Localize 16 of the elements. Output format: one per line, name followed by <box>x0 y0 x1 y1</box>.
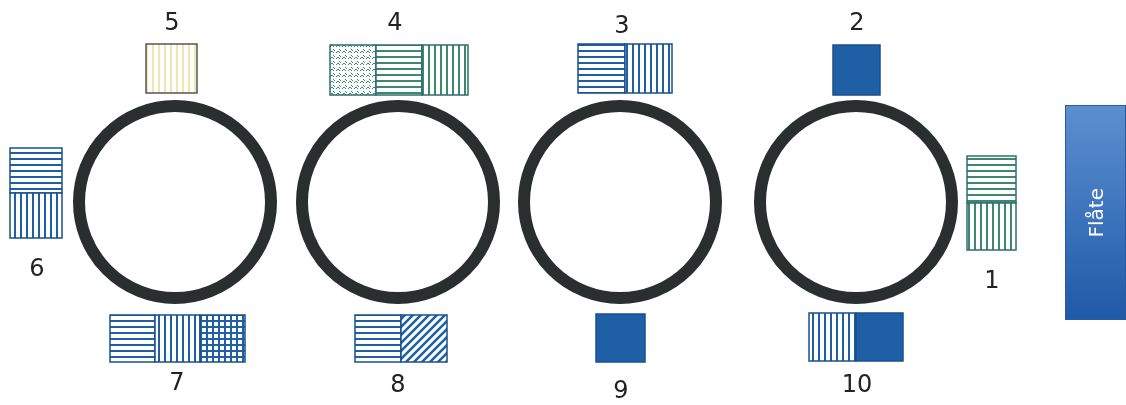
panel-label: Flåte <box>1083 187 1108 238</box>
callout-number: 9 <box>613 378 629 402</box>
callout-number: 7 <box>169 370 185 394</box>
ring <box>296 100 500 304</box>
callout-number: 2 <box>849 10 865 34</box>
callout-number: 3 <box>614 13 630 37</box>
callout-number: 8 <box>390 372 406 396</box>
ring <box>754 100 958 304</box>
callout-number: 10 <box>841 372 873 396</box>
side-panel <box>1065 105 1126 320</box>
callout-number: 4 <box>387 10 403 34</box>
callout-number: 1 <box>984 268 1000 292</box>
ring <box>73 100 277 304</box>
callout-number: 6 <box>29 256 45 280</box>
ring <box>518 100 722 304</box>
callout-number: 5 <box>164 10 180 34</box>
